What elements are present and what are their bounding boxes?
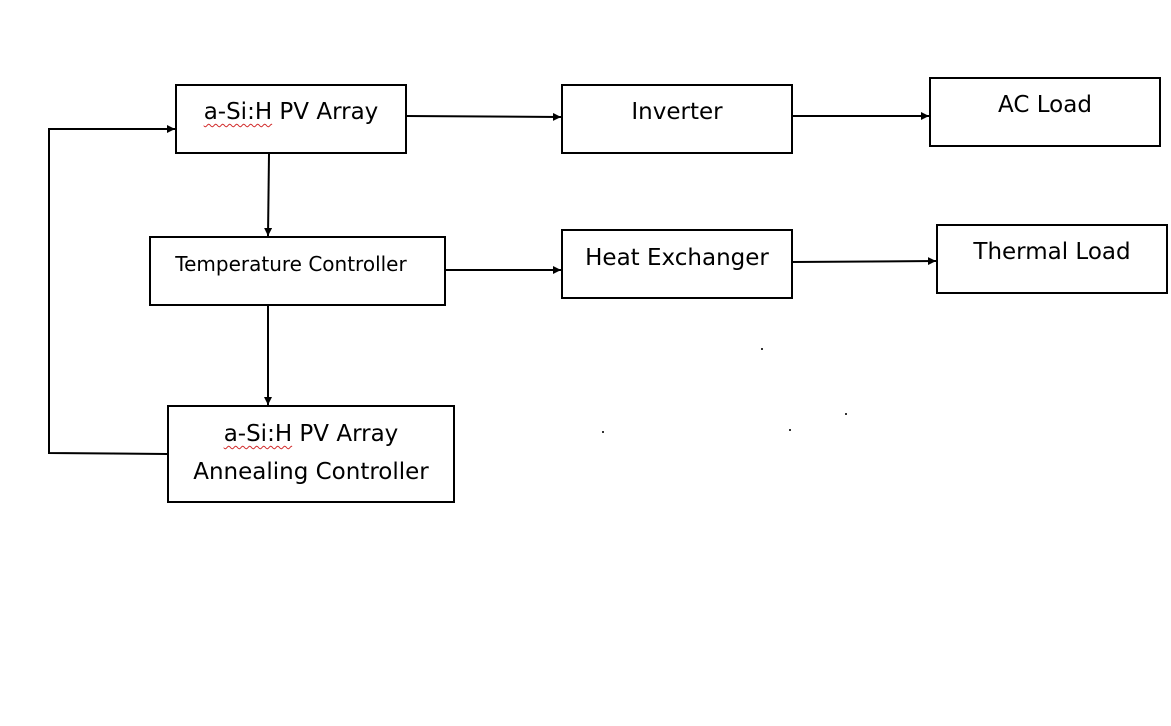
arrow-annealing-feedback-to-pv	[48, 125, 175, 455]
stray-dot	[789, 429, 791, 431]
node-thermal-load: Thermal Load	[936, 224, 1168, 294]
node-inverter-label: Inverter	[631, 99, 723, 125]
node-annealing-controller-line2: Annealing Controller	[193, 459, 429, 485]
node-thermal-load-label: Thermal Load	[973, 239, 1131, 265]
node-heat-exchanger: Heat Exchanger	[561, 229, 793, 299]
node-inverter: Inverter	[561, 84, 793, 154]
node-annealing-controller: a-Si:H PV Array Annealing Controller	[167, 405, 455, 503]
arrow-pv-to-temperature-controller	[264, 153, 273, 237]
node-annealing-controller-line1: a-Si:H PV Array	[169, 423, 453, 446]
stray-dot	[602, 431, 604, 433]
stray-dot	[845, 413, 847, 415]
arrow-pv-to-inverter	[405, 112, 562, 121]
node-temperature-controller-label: Temperature Controller	[175, 252, 407, 276]
node-temperature-controller: Temperature Controller	[149, 236, 446, 306]
stray-dot	[761, 348, 763, 350]
arrow-heat-exchanger-to-thermal-load	[791, 257, 937, 266]
node-pv-array-prefix: a-Si:H	[203, 99, 273, 125]
node-heat-exchanger-label: Heat Exchanger	[585, 245, 769, 271]
node-pv-array: a-Si:H PV Array	[175, 84, 407, 154]
node-annealing-controller-line1-rest: PV Array	[292, 421, 399, 447]
node-ac-load-label: AC Load	[998, 92, 1092, 118]
node-pv-array-rest: PV Array	[272, 99, 379, 125]
node-annealing-controller-prefix: a-Si:H	[223, 421, 293, 447]
node-pv-array-label: a-Si:H PV Array	[177, 101, 405, 124]
node-ac-load: AC Load	[929, 77, 1161, 147]
